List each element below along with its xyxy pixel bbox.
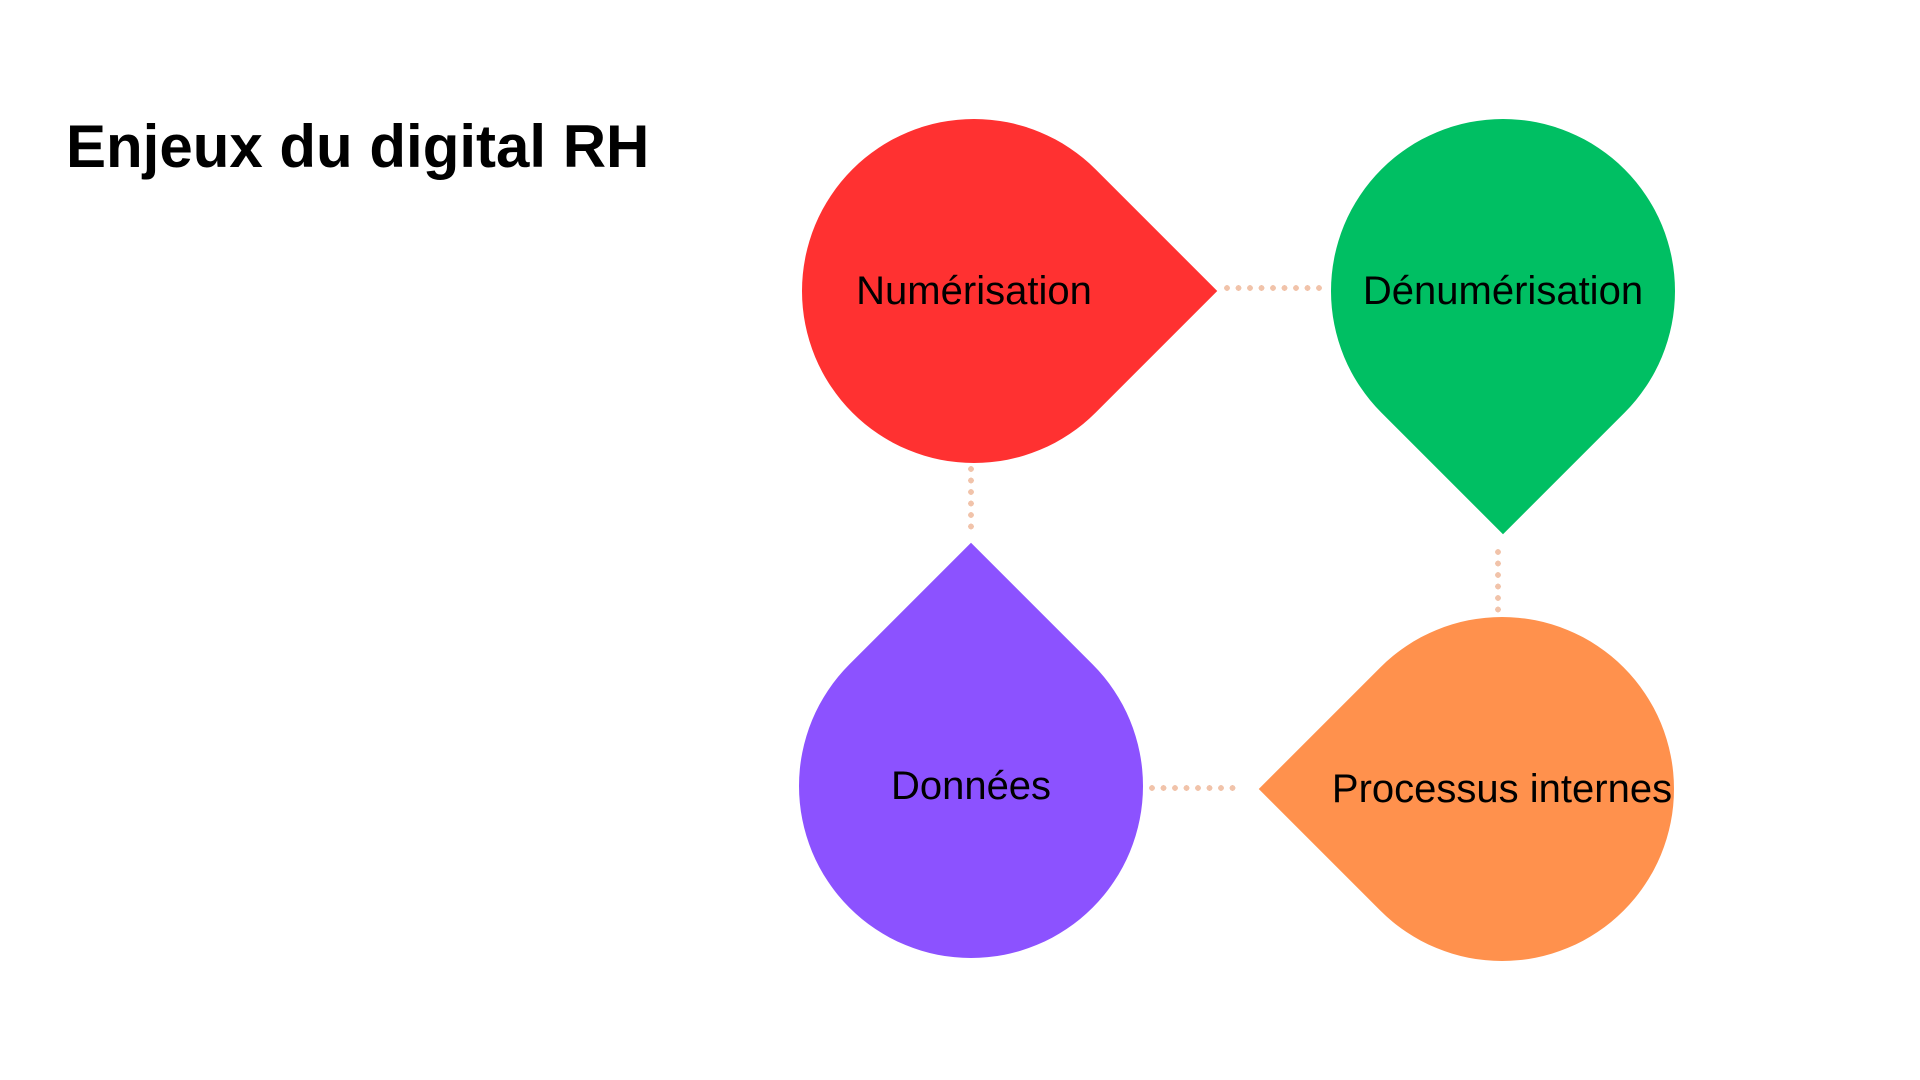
node-donnees[interactable]: Données (727, 542, 1215, 1030)
page-title: Enjeux du digital RH (66, 113, 650, 181)
node-label-donnees: Données (890, 763, 1052, 808)
connector-numerisation-denumerisation (1224, 285, 1324, 291)
node-numerisation[interactable]: Numérisation (730, 47, 1218, 535)
node-label-denumerisation: Dénumérisation (1362, 268, 1644, 313)
node-denumerisation[interactable]: Dénumérisation (1259, 47, 1747, 535)
node-processus-internes[interactable]: Processus internes (1258, 545, 1746, 1033)
connector-denumerisation-processus (1495, 549, 1501, 617)
node-label-processus-internes: Processus internes (1331, 766, 1673, 811)
connector-numerisation-donnees (968, 466, 974, 534)
node-label-numerisation: Numérisation (856, 268, 1092, 313)
connector-donnees-processus (1149, 785, 1241, 791)
